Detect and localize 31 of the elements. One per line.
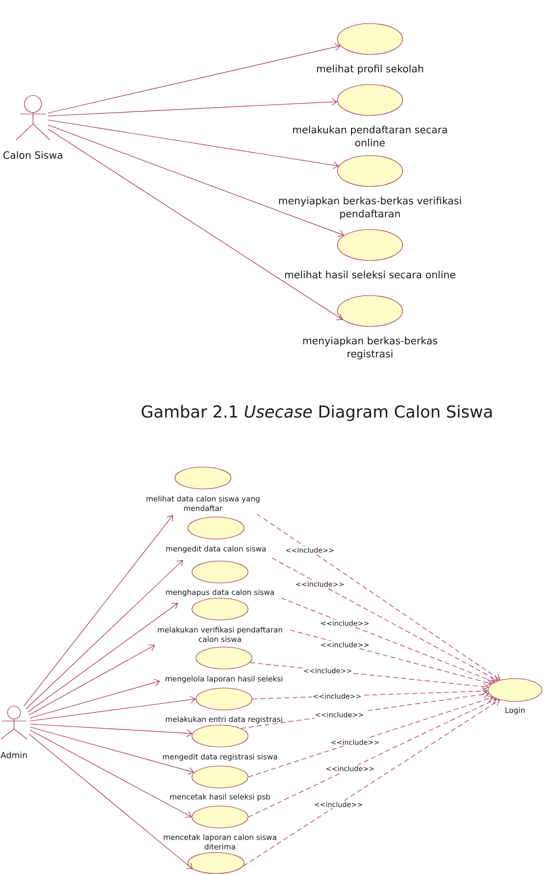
use-case-label: melakukan pendaftaran secara online xyxy=(293,126,447,146)
dashed-arrow xyxy=(290,630,492,686)
arrow xyxy=(28,644,155,716)
dashed-arrow xyxy=(236,700,500,871)
use-case-label: melihat hasil seleksi secara online xyxy=(285,270,456,278)
dashed-arrow xyxy=(272,558,498,682)
arrow xyxy=(48,128,343,320)
arrow xyxy=(30,724,192,738)
arrow xyxy=(48,98,338,116)
caption: Gambar 2.1 Usecase Diagram Calon Siswa xyxy=(142,405,492,421)
dashed-arrow xyxy=(248,695,494,778)
use-case-label: melihat profil sekolah xyxy=(317,64,424,74)
arrow xyxy=(26,560,183,710)
arrow xyxy=(28,734,193,870)
dashed-arrow xyxy=(280,598,495,684)
arrow xyxy=(48,120,339,169)
actor-name: Calon Siswa xyxy=(3,151,62,159)
arrow xyxy=(48,124,344,237)
arrow xyxy=(30,678,160,718)
use-case-label: menyiapkan berkas-berkas registrasi xyxy=(303,336,438,360)
actor-name: Admin xyxy=(0,752,27,758)
dashed-arrow xyxy=(248,698,497,818)
use-case-ellipse xyxy=(188,852,244,874)
arrow xyxy=(30,696,196,722)
arrow xyxy=(28,603,178,712)
dashed-arrow xyxy=(256,514,500,680)
arrow xyxy=(48,43,340,114)
arrow xyxy=(24,515,173,706)
arrow xyxy=(30,726,194,775)
use-case-label: menyiapkan berkas-berkas verifikasi pendaftaran xyxy=(279,196,461,220)
arrow xyxy=(30,730,192,818)
